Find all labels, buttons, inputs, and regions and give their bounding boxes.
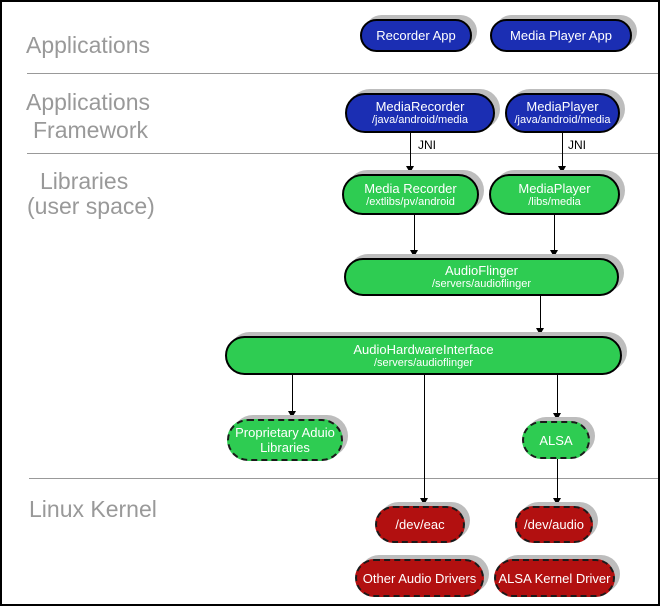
node-title: ALSA Kernel Driver (498, 570, 611, 586)
connector-ahi-to-dev-eac (424, 373, 425, 501)
jni-label-left: JNI (418, 138, 436, 152)
connector-alsa-to-dev-audio (557, 457, 558, 501)
node-other-audio-drivers: Other Audio Drivers (355, 559, 484, 597)
node-title: MediaPlayer (526, 99, 599, 114)
node-proprietary-audio-libraries: Proprietary Aduio Libraries (227, 419, 343, 461)
node-dev-audio: /dev/audio (515, 506, 593, 543)
node-title: AudioHardwareInterface (353, 341, 494, 357)
node-audioflinger: AudioFlinger /servers/audioflinger (344, 258, 619, 296)
arrowhead-down-icon (558, 166, 566, 173)
node-audio-hardware-interface: AudioHardwareInterface /servers/audiofli… (225, 336, 622, 375)
connector-mediaplayer-fw-to-lib (562, 133, 563, 167)
connector-ahi-to-proprietary-libs (292, 373, 293, 414)
connector-mediarecorder-lib-to-audioflinger (414, 213, 415, 253)
node-dev-eac: /dev/eac (375, 506, 465, 543)
section-label-applications: Applications (26, 32, 151, 58)
node-mediaplayer-framework: MediaPlayer /java/android/media (505, 93, 620, 133)
node-media-recorder-library: Media Recorder /extlibs/pv/android (342, 174, 479, 215)
node-mediarecorder-framework: MediaRecorder /java/android/media (345, 93, 495, 133)
node-title: /dev/eac (395, 517, 445, 532)
section-label-libraries-line2: (user space) (27, 193, 155, 219)
divider-framework-libraries (27, 153, 658, 154)
arrowhead-down-icon (288, 411, 296, 418)
node-recorder-app: Recorder App (360, 19, 472, 52)
arrowhead-down-icon (553, 498, 561, 505)
node-title: MediaPlayer (518, 180, 591, 196)
node-title: Other Audio Drivers (362, 570, 477, 586)
arrowhead-down-icon (536, 328, 544, 335)
jni-label-right: JNI (568, 138, 586, 152)
arrowhead-down-icon (406, 166, 414, 173)
node-alsa: ALSA (522, 421, 590, 459)
connector-mediaplayer-lib-to-audioflinger (554, 213, 555, 253)
divider-libraries-kernel (29, 478, 658, 479)
connector-ahi-to-alsa (557, 373, 558, 416)
arrowhead-down-icon (553, 413, 561, 420)
node-mediaplayer-library: MediaPlayer /libs/media (489, 174, 620, 215)
connector-mediarecorder-fw-to-lib (410, 133, 411, 167)
section-label-linux-kernel: Linux Kernel (29, 496, 157, 522)
arrowhead-down-icon (550, 250, 558, 257)
arrowhead-down-icon (420, 498, 428, 505)
node-path: /servers/audioflinger (431, 278, 532, 290)
node-title: Recorder App (376, 28, 456, 43)
node-path: /java/android/media (514, 114, 611, 126)
connector-audioflinger-to-ahi (540, 294, 541, 331)
section-label-libraries-line1: Libraries (40, 168, 129, 194)
node-title: MediaRecorder (375, 99, 465, 114)
node-path: /libs/media (528, 195, 581, 208)
node-title: ALSA (539, 432, 573, 448)
arrowhead-down-icon (410, 250, 418, 257)
divider-applications-framework (27, 73, 658, 74)
node-path: /servers/audioflinger (373, 356, 474, 369)
node-alsa-kernel-driver: ALSA Kernel Driver (494, 559, 615, 597)
node-title: Media Player App (510, 28, 612, 43)
node-path: /java/android/media (371, 114, 468, 126)
node-title: /dev/audio (524, 517, 584, 532)
section-label-framework-line2: Framework (33, 117, 149, 143)
node-title: Media Recorder (364, 180, 457, 196)
section-label-framework-line1: Applications (26, 89, 151, 115)
node-media-player-app: Media Player App (490, 19, 632, 52)
node-title: Proprietary Aduio Libraries (235, 425, 335, 455)
node-path: /extlibs/pv/android (366, 195, 455, 208)
node-title: AudioFlinger (445, 263, 518, 278)
